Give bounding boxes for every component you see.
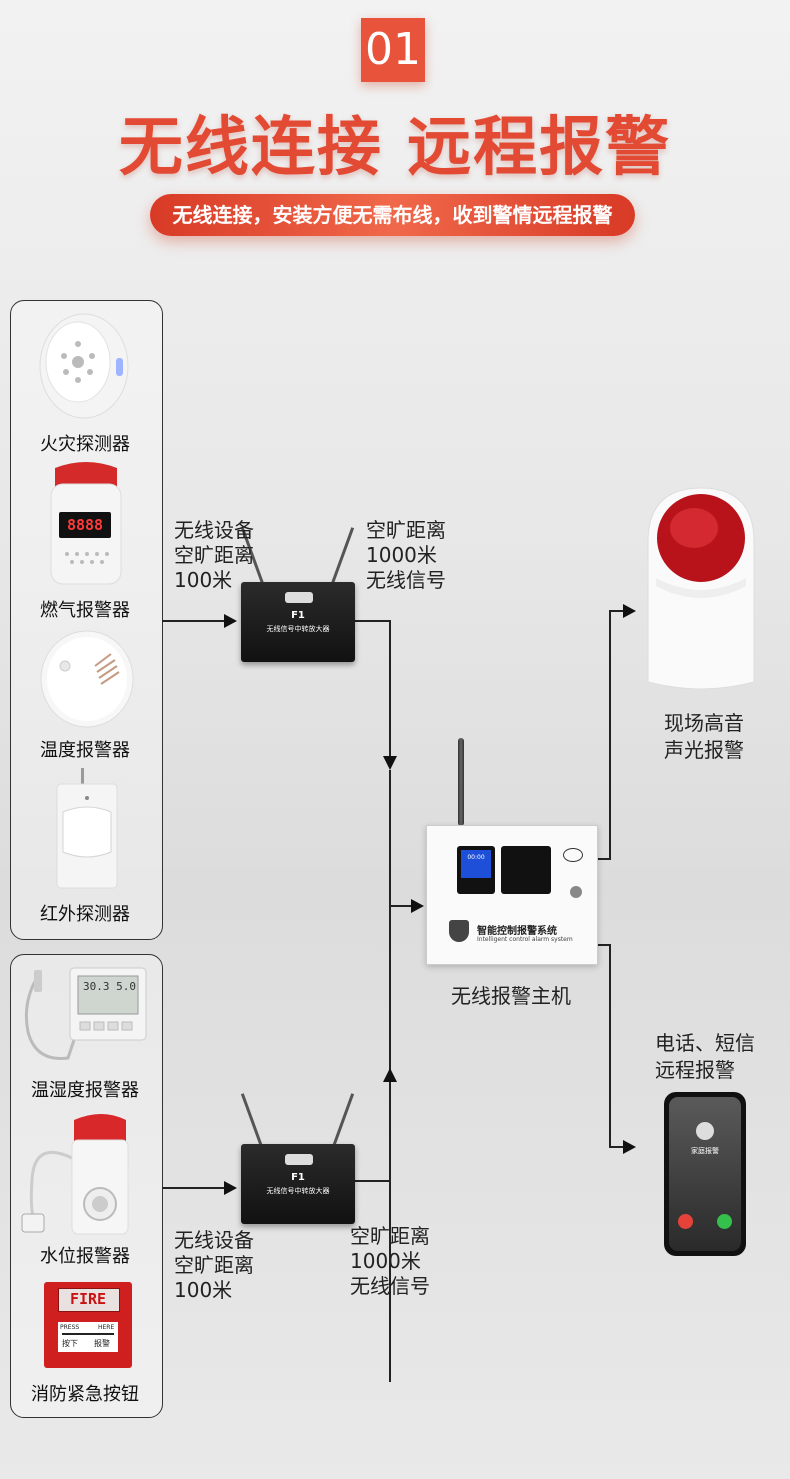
- fire-detector-image: [38, 306, 134, 420]
- ccc-icon: [563, 848, 583, 862]
- antenna: [330, 527, 355, 587]
- fire-detector-label: 火灾探测器: [40, 434, 130, 455]
- signal-range-text-1: 空旷距离 1000米 无线信号: [366, 518, 446, 592]
- connector-line: [609, 610, 611, 860]
- host-screen-time: 00:00: [467, 854, 485, 861]
- repeater-name: 无线信号中转放大器: [266, 625, 330, 633]
- device-range-text-2: 无线设备 空旷距离 100米: [174, 1228, 254, 1302]
- arrow-up-icon: [383, 1068, 397, 1082]
- infrared-detector-label: 红外探测器: [40, 904, 130, 925]
- phone-screen: [669, 1097, 741, 1251]
- connector-line: [609, 1146, 625, 1148]
- gas-alarm-display: 8888: [66, 516, 104, 534]
- arrow-down-icon: [383, 756, 397, 770]
- signal-repeater-1: F1 无线信号中转放大器: [241, 582, 355, 662]
- repeater-name: 无线信号中转放大器: [266, 1187, 330, 1195]
- siren-image: [642, 482, 760, 692]
- caller-avatar: [696, 1122, 714, 1140]
- alarm-cn-label: 报警: [94, 1339, 110, 1348]
- siren-label: 现场高音 声光报警: [664, 711, 744, 762]
- phone-label: 电话、短信 远程报警: [655, 1031, 755, 1082]
- fire-label: FIRE: [69, 1290, 107, 1308]
- connector-line: [609, 610, 625, 612]
- host-antenna: [458, 738, 464, 826]
- signal-repeater-2: F1 无线信号中转放大器: [241, 1144, 355, 1224]
- connector-line: [596, 944, 610, 946]
- connector-line: [355, 1180, 391, 1182]
- connector-line: [162, 620, 228, 622]
- temperature-alarm-image: [39, 628, 135, 730]
- fire-emergency-button-image: FIRE PRESS HERE 按下 报警: [44, 1282, 132, 1368]
- connector-line: [390, 905, 414, 907]
- host-brand-cn: 智能控制报警系统: [477, 926, 557, 937]
- here-label: HERE: [98, 1324, 115, 1331]
- arrow-right-icon: [623, 1140, 636, 1154]
- infrared-detector-image: [55, 768, 119, 890]
- accept-call-icon: [717, 1214, 732, 1229]
- host-keypad: [501, 846, 551, 894]
- arrow-right-icon: [623, 604, 636, 618]
- connector-line: [355, 620, 391, 622]
- wireless-alarm-host: 00:00 智能控制报警系统 Intelligent control alarm…: [426, 825, 598, 965]
- temp-humidity-alarm-label: 温湿度报警器: [31, 1080, 139, 1101]
- arrow-right-icon: [224, 614, 237, 628]
- decline-call-icon: [678, 1214, 693, 1229]
- section-number-badge: 01: [361, 18, 425, 82]
- arrow-right-icon: [411, 899, 424, 913]
- shield-icon: [449, 920, 469, 942]
- page-title: 无线连接 远程报警: [118, 111, 672, 185]
- signal-range-text-2: 空旷距离 1000米 无线信号: [350, 1224, 430, 1298]
- press-cn-label: 按下: [62, 1339, 78, 1348]
- water-level-alarm-label: 水位报警器: [40, 1246, 130, 1267]
- connector-line: [162, 1187, 228, 1189]
- fire-emergency-button-label: 消防紧急按钮: [31, 1384, 139, 1405]
- temp-humidity-alarm-image: 30.3 5.0: [18, 962, 150, 1068]
- lock-icon: [570, 886, 582, 898]
- connector-line: [609, 944, 611, 1148]
- phone-image: 家庭报警: [664, 1092, 746, 1256]
- connector-line: [389, 620, 391, 758]
- press-label: PRESS: [60, 1324, 80, 1331]
- repeater-model: F1: [291, 1172, 305, 1183]
- connector-line: [596, 858, 610, 860]
- host-label: 无线报警主机: [451, 984, 571, 1008]
- water-level-alarm-image: [14, 1110, 134, 1238]
- repeater-model: F1: [291, 610, 305, 621]
- host-screen: [461, 850, 491, 878]
- gas-alarm-label: 燃气报警器: [40, 600, 130, 621]
- temp-humidity-display: 30.3 5.0: [83, 980, 136, 993]
- temperature-alarm-label: 温度报警器: [40, 740, 130, 761]
- device-range-text-1: 无线设备 空旷距离 100米: [174, 518, 254, 592]
- caller-name: 家庭报警: [691, 1147, 719, 1155]
- host-brand-en: Intelligent control alarm system: [477, 936, 573, 943]
- gas-alarm-image: 8888: [45, 460, 127, 588]
- subtitle-pill: 无线连接，安装方便无需布线，收到警情远程报警: [150, 194, 635, 236]
- arrow-right-icon: [224, 1181, 237, 1195]
